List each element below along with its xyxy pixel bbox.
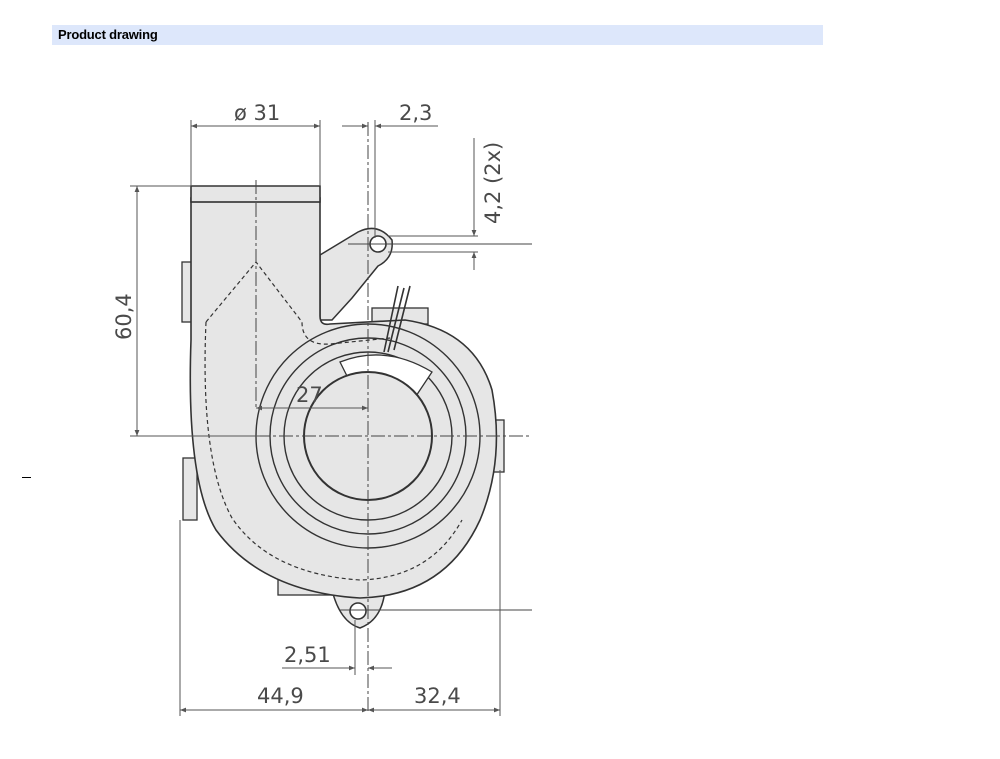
dim-left-width: 44,9: [257, 684, 304, 708]
dim-hole: 4,2 (2x): [481, 142, 505, 224]
lead-wire: [383, 285, 411, 353]
dim-height: 60,4: [112, 293, 136, 340]
dim-radius-offset: 27: [296, 383, 323, 407]
side-clip-left-lower: [182, 457, 198, 521]
dimension-lines: [130, 120, 501, 716]
section-title: Product drawing: [58, 27, 158, 42]
margin-dash: [22, 477, 31, 478]
dim-offset-top: 2,3: [399, 101, 432, 125]
dim-bottom-offset: 2,51: [284, 643, 331, 667]
section-header-bar: Product drawing: [52, 25, 823, 45]
mounting-hole-bottom: [349, 602, 367, 620]
dim-diameter: ø 31: [234, 101, 280, 125]
dim-right-width: 32,4: [414, 684, 461, 708]
volute-hidden-line: [205, 261, 391, 345]
blower-body: [181, 185, 505, 629]
